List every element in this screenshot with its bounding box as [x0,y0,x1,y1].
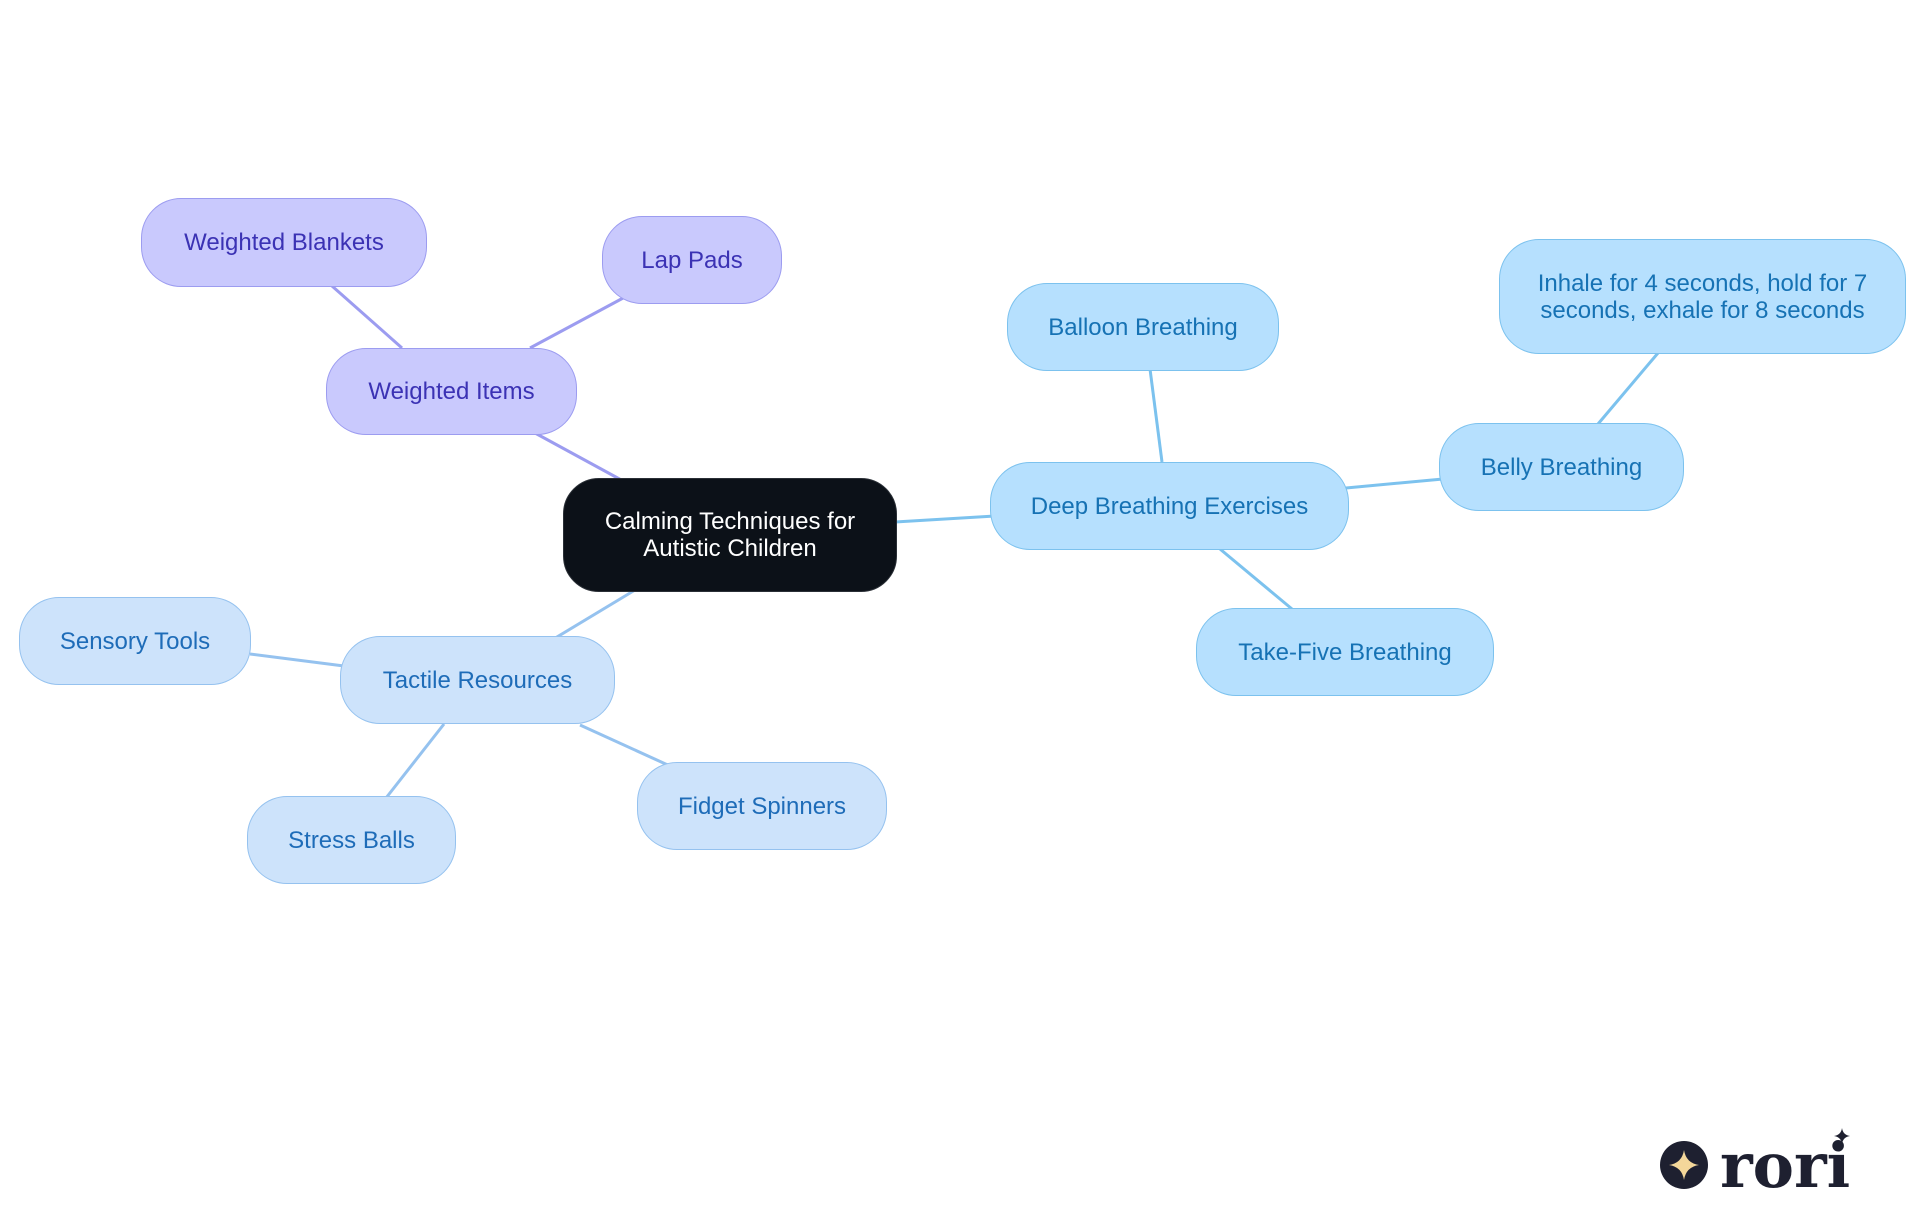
node-tactile-resources[interactable]: Tactile Resources [340,636,615,724]
logo-small-sparkle-icon [1834,1128,1850,1144]
edge-sensory-tools [249,652,345,668]
node-balloon-breathing[interactable]: Balloon Breathing [1007,283,1279,371]
edge-root-tactile [551,588,636,642]
edge-fidget-spinners [579,723,671,768]
edge-balloon-breathing [1148,368,1164,463]
node-balloon-breathing-label: Balloon Breathing [1048,313,1238,341]
node-weighted-blankets-label: Weighted Blankets [184,229,384,256]
rori-logo: rori [1660,1128,1850,1195]
node-fidget-spinners-label: Fidget Spinners [677,792,847,820]
node-deep-breathing[interactable]: Deep Breathing Exercises [990,462,1349,550]
edge-inhale [1596,352,1660,425]
edge-root-weighted-items [534,431,626,484]
node-fidget-spinners[interactable]: Fidget Spinners [637,762,887,850]
node-weighted-items-label: Weighted Items [368,378,535,405]
edge-belly-breathing [1345,477,1444,490]
node-deep-breathing-label: Deep Breathing Exercises [1030,492,1309,520]
edge-take-five [1219,547,1293,611]
logo-sparkle-icon [1669,1150,1699,1180]
node-take-five[interactable]: Take-Five Breathing [1196,608,1494,696]
edge-stress-balls [384,723,446,799]
node-lap-pads[interactable]: Lap Pads [602,216,782,304]
node-weighted-blankets[interactable]: Weighted Blankets [141,198,427,287]
node-tactile-resources-label: Tactile Resources [382,666,573,694]
root-node[interactable]: Calming Techniques for Autistic Children [563,478,897,592]
node-stress-balls[interactable]: Stress Balls [247,796,456,884]
node-lap-pads-label: Lap Pads [641,246,743,274]
edge-lap-pads [529,295,626,350]
node-belly-breathing-label: Belly Breathing [1480,453,1643,481]
node-belly-breathing[interactable]: Belly Breathing [1439,423,1684,511]
node-inhale-hold-exhale-label: Inhale for 4 seconds, hold for 7 seconds… [1537,269,1868,324]
edge-weighted-blankets [331,284,403,350]
root-node-label: Calming Techniques for Autistic Children [604,508,856,562]
logo-wordmark: rori [1720,1129,1850,1195]
node-stress-balls-label: Stress Balls [288,826,415,854]
node-take-five-label: Take-Five Breathing [1238,638,1452,666]
node-weighted-items[interactable]: Weighted Items [326,348,577,435]
node-sensory-tools-label: Sensory Tools [59,627,211,655]
node-inhale-hold-exhale[interactable]: Inhale for 4 seconds, hold for 7 seconds… [1499,239,1906,354]
edge-root-deep-breathing [894,514,996,524]
node-sensory-tools[interactable]: Sensory Tools [19,597,251,685]
